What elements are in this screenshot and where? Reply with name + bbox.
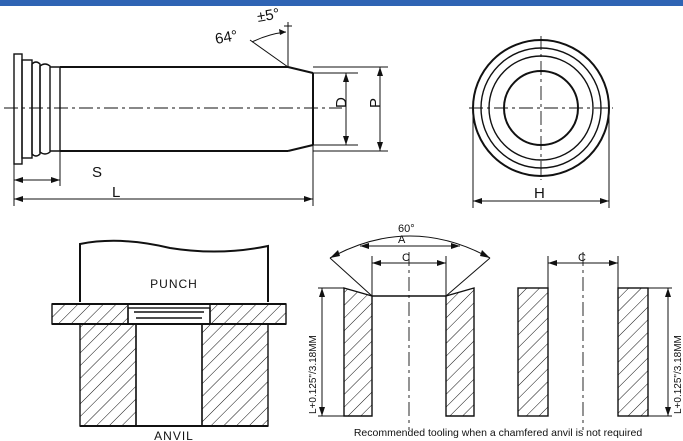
angle-60-label: 60° xyxy=(398,223,415,235)
dim-s-label: S xyxy=(92,164,102,181)
dim-d-label: D xyxy=(333,97,350,108)
dim-p-label: P xyxy=(367,98,384,108)
header-bar xyxy=(0,0,683,6)
chamfered-tooling: 60° A C L+0.125"/3.18MM xyxy=(308,223,491,430)
tolerance-label: ±5° xyxy=(256,5,281,26)
anvil-label: ANVIL xyxy=(154,429,194,441)
right-height-label: L+0.125"/3.18MM xyxy=(673,335,683,414)
end-view: H xyxy=(469,36,613,208)
dim-h-label: H xyxy=(534,185,545,202)
dim-c-left-label: C xyxy=(402,252,410,264)
dim-c-right-label: C xyxy=(578,252,586,264)
angle-label: 64° xyxy=(214,27,239,48)
dim-a-label: A xyxy=(398,234,406,246)
tooling-caption: Recommended tooling when a chamfered anv… xyxy=(354,427,642,439)
left-height-label: L+0.125"/3.18MM xyxy=(308,335,319,414)
side-view: 64° ±5° D P S L xyxy=(4,5,388,206)
dim-l-label: L xyxy=(112,184,120,201)
punch-anvil: PUNCH ANVIL xyxy=(51,239,287,441)
punch-label: PUNCH xyxy=(150,277,198,291)
straight-tooling: C L+0.125"/3.18MM xyxy=(517,252,683,430)
